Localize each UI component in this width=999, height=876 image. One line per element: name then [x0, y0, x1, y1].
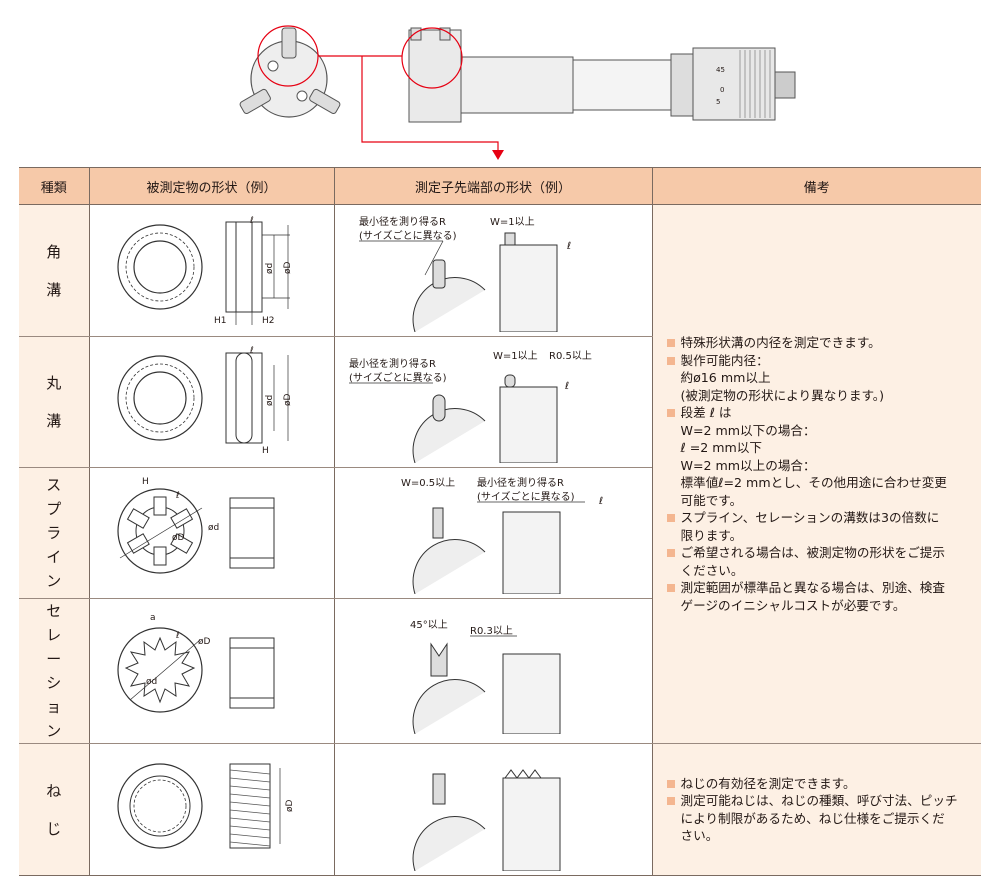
- header-type: 種類: [19, 167, 89, 205]
- callout-circle-right: [401, 27, 463, 89]
- table-row: 丸 溝 ød øD ℓ H: [19, 336, 981, 468]
- round-groove-tip-figure: 最小径を測り得るR (サイズごとに異なる) W=1以上 R0.5以上 ℓ: [348, 350, 592, 464]
- svg-text:W=1以上: W=1以上: [493, 350, 538, 362]
- type-label-serration: セ レ ー シ ョ ン: [46, 602, 62, 740]
- scale-label-mid1: 0: [720, 86, 724, 94]
- table-row: セ レ ー シ ョ ン a ℓ øD ød: [19, 598, 981, 744]
- notes-cell-special-groove: 特殊形状溝の内径を測定できます。 製作可能内径：約ø16 mm以上(被測定物の形…: [651, 204, 981, 744]
- callout-arrow-icon: [492, 150, 504, 160]
- round-groove-object-figure: ød øD ℓ H: [116, 346, 293, 456]
- list-item: ねじの有効径を測定できます。: [666, 775, 970, 793]
- micrometer-body: 45 0 5: [408, 27, 796, 123]
- svg-text:H: H: [142, 477, 149, 487]
- svg-text:øD: øD: [172, 533, 185, 543]
- tip-shape-cell: W=0.5以上 最小径を測り得るR (サイズごとに異なる) ℓ: [333, 467, 652, 599]
- type-label-square-groove: 角 溝: [46, 242, 62, 299]
- svg-text:W=1以上: W=1以上: [490, 216, 535, 228]
- object-shape-cell: ød øD ℓ H1 H2: [88, 204, 334, 337]
- list-item: 特殊形状溝の内径を測定できます。: [666, 334, 970, 352]
- spec-table: 種類 被測定物の形状（例） 測定子先端部の形状（例） 備考 角 溝: [19, 167, 981, 876]
- header-tip-shape: 測定子先端部の形状（例）: [333, 167, 652, 205]
- svg-text:最小径を測り得るR: 最小径を測り得るR: [477, 476, 564, 489]
- svg-text:ød: ød: [146, 677, 157, 687]
- callout-connector: [318, 55, 499, 152]
- svg-text:(サイズごとに異なる): (サイズごとに異なる): [359, 229, 457, 242]
- svg-text:øD: øD: [283, 261, 293, 274]
- svg-text:H2: H2: [262, 316, 275, 326]
- tip-shape-cell: 45°以上 R0.3以上: [333, 598, 652, 744]
- svg-text:H: H: [262, 446, 269, 456]
- square-groove-object-figure: ød øD ℓ H1 H2: [116, 216, 293, 326]
- tip-shape-cell: 最小径を測り得るR (サイズごとに異なる) W=1以上 R0.5以上 ℓ: [333, 336, 652, 468]
- list-item: 製作可能内径：約ø16 mm以上(被測定物の形状により異なります。): [666, 352, 970, 405]
- header-object-shape: 被測定物の形状（例）: [88, 167, 334, 205]
- svg-text:øD: øD: [198, 637, 211, 647]
- object-shape-cell: øD: [88, 743, 334, 876]
- object-shape-cell: a ℓ øD ød: [88, 598, 334, 744]
- svg-text:ℓ: ℓ: [565, 381, 569, 392]
- type-cell: セ レ ー シ ョ ン: [19, 598, 89, 744]
- svg-text:ℓ: ℓ: [567, 241, 571, 252]
- svg-text:(サイズごとに異なる): (サイズごとに異なる): [349, 371, 447, 384]
- svg-text:ℓ: ℓ: [249, 216, 254, 226]
- table-row: 角 溝 ød øD ℓ H1: [19, 204, 981, 744]
- svg-text:45°以上: 45°以上: [410, 619, 448, 631]
- list-item: ご希望される場合は、被測定物の形状をご提示ください。: [666, 544, 970, 579]
- svg-text:ℓ: ℓ: [249, 346, 254, 356]
- list-item: スプライン、セレーションの溝数は3の倍数に限ります。: [666, 509, 970, 544]
- svg-text:ød: ød: [208, 523, 219, 533]
- svg-text:ℓ: ℓ: [175, 631, 180, 641]
- object-shape-cell: H ℓ øD ød: [88, 467, 334, 599]
- serration-object-figure: a ℓ øD ød: [116, 613, 274, 713]
- type-label-round-groove: 丸 溝: [46, 374, 62, 430]
- svg-text:最小径を測り得るR: 最小径を測り得るR: [359, 215, 446, 228]
- svg-text:ød: ød: [265, 263, 275, 274]
- notes-list-1: 特殊形状溝の内径を測定できます。 製作可能内径：約ø16 mm以上(被測定物の形…: [666, 334, 970, 614]
- head-end-view: [239, 27, 341, 118]
- serration-tip-figure: 45°以上 R0.3以上: [410, 619, 560, 735]
- list-item: 測定可能ねじは、ねじの種類、呼び寸法、ピッチにより制限があるため、ねじ仕様をご提…: [666, 792, 970, 845]
- thread-object-figure: øD: [116, 763, 295, 849]
- list-item: 測定範囲が標準品と異なる場合は、別途、検査ゲージのイニシャルコストが必要です。: [666, 579, 970, 614]
- svg-text:R0.5以上: R0.5以上: [549, 350, 592, 362]
- svg-text:a: a: [150, 613, 156, 623]
- type-cell: ス プ ラ イ ン: [19, 467, 89, 599]
- svg-text:ℓ: ℓ: [175, 491, 180, 501]
- tip-shape-cell: [333, 743, 652, 876]
- tip-shape-cell: 最小径を測り得るR (サイズごとに異なる) W=1以上 ℓ: [333, 204, 652, 337]
- type-cell: 角 溝: [19, 204, 89, 337]
- svg-text:ℓ: ℓ: [599, 496, 603, 507]
- type-cell: 丸 溝: [19, 336, 89, 468]
- square-groove-tip-figure: 最小径を測り得るR (サイズごとに異なる) W=1以上 ℓ: [358, 215, 571, 333]
- object-shape-cell: ød øD ℓ H: [88, 336, 334, 468]
- table-header-row: 種類 被測定物の形状（例） 測定子先端部の形状（例） 備考: [19, 167, 981, 205]
- svg-text:W=0.5以上: W=0.5以上: [401, 477, 455, 489]
- type-label-spline: ス プ ラ イ ン: [46, 476, 62, 590]
- svg-text:øD: øD: [285, 799, 295, 812]
- table-row: ね じ øD: [19, 743, 981, 876]
- svg-text:H1: H1: [214, 316, 227, 326]
- svg-text:ød: ød: [265, 395, 275, 406]
- scale-label-top: 45: [716, 66, 725, 74]
- spline-tip-figure: W=0.5以上 最小径を測り得るR (サイズごとに異なる) ℓ: [401, 476, 603, 595]
- table-row: ス プ ラ イ ン: [19, 467, 981, 599]
- header-notes: 備考: [651, 167, 981, 205]
- micrometer-illustration: 45 0 5: [239, 25, 796, 160]
- notes-cell-thread: ねじの有効径を測定できます。 測定可能ねじは、ねじの種類、呼び寸法、ピッチにより…: [651, 743, 981, 876]
- svg-text:(サイズごとに異なる): (サイズごとに異なる): [477, 490, 575, 503]
- spline-object-figure: H ℓ øD ød: [116, 477, 274, 574]
- notes-list-2: ねじの有効径を測定できます。 測定可能ねじは、ねじの種類、呼び寸法、ピッチにより…: [666, 775, 970, 845]
- type-cell: ね じ: [19, 743, 89, 876]
- thread-tip-figure: [412, 769, 560, 872]
- scale-label-mid2: 5: [716, 98, 720, 106]
- svg-text:最小径を測り得るR: 最小径を測り得るR: [349, 357, 436, 370]
- svg-text:R0.3以上: R0.3以上: [470, 625, 513, 637]
- svg-text:øD: øD: [283, 393, 293, 406]
- type-label-thread: ね じ: [46, 781, 62, 838]
